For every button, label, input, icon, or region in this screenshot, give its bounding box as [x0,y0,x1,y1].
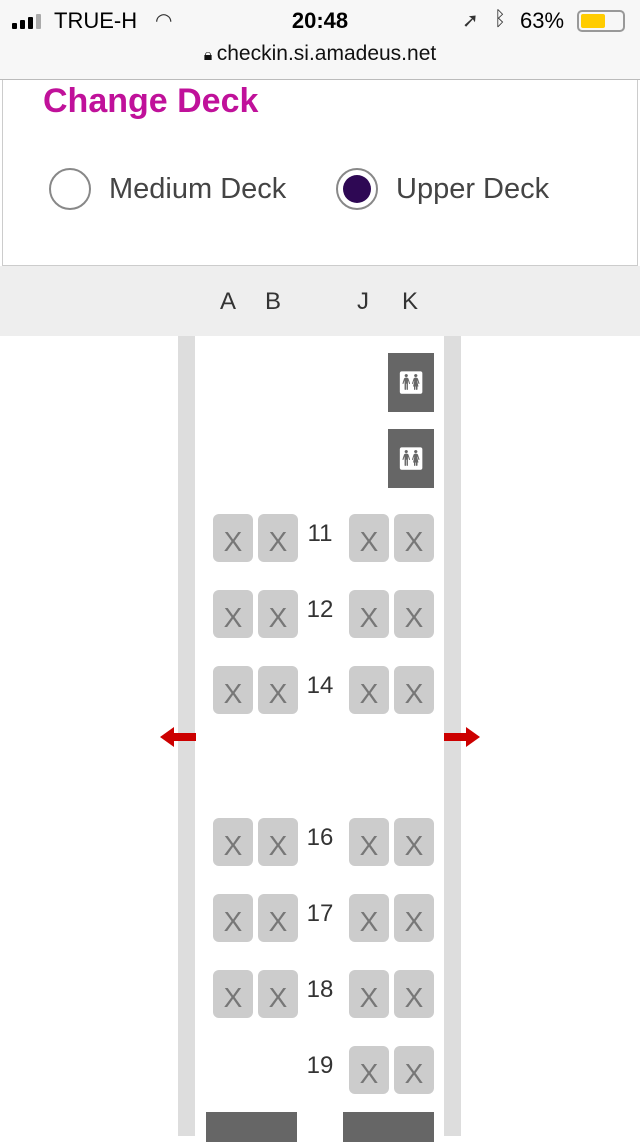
clock: 20:48 [291,8,349,33]
url-text: checkin.si.amadeus.net [216,42,437,65]
seat-19k-unavailable[interactable]: X [394,1046,434,1094]
row-number: 11 [307,520,333,547]
exit-arrow-right-icon [444,727,480,747]
radio-label: Upper Deck [396,172,550,205]
seat-19j-unavailable[interactable]: X [349,1046,389,1094]
galley-block [206,1112,297,1142]
row-number: 16 [306,824,334,851]
seat-12k-unavailable[interactable]: X [394,590,434,638]
lavatory-icon: 🚻︎ [388,353,434,412]
column-j: J [357,288,369,315]
change-deck-title: Change Deck [43,82,259,120]
seat-17b-unavailable[interactable]: X [258,894,298,942]
column-header: A B J K [0,266,640,336]
column-a: A [220,288,237,315]
seat-17a-unavailable[interactable]: X [213,894,253,942]
column-b: B [265,288,282,315]
deck-selector: Change Deck Medium Deck Upper Deck [2,80,638,266]
seat-14k-unavailable[interactable]: X [394,666,434,714]
seat-16a-unavailable[interactable]: X [213,818,253,866]
seat-17j-unavailable[interactable]: X [349,894,389,942]
seat-18j-unavailable[interactable]: X [349,970,389,1018]
seat-11b-unavailable[interactable]: X [258,514,298,562]
seat-12a-unavailable[interactable]: X [213,590,253,638]
signal-icon [12,14,41,29]
lock-icon: 🔒︎ [203,47,217,64]
radio-upper-deck[interactable]: Upper Deck [336,168,549,210]
row-number: 18 [306,976,334,1003]
seat-18b-unavailable[interactable]: X [258,970,298,1018]
seat-11j-unavailable[interactable]: X [349,514,389,562]
seat-16b-unavailable[interactable]: X [258,818,298,866]
seat-14a-unavailable[interactable]: X [213,666,253,714]
seat-16j-unavailable[interactable]: X [349,818,389,866]
row-number: 12 [306,596,334,623]
battery-icon [577,10,625,32]
seat-16k-unavailable[interactable]: X [394,818,434,866]
carrier: TRUE-H [54,8,138,33]
status-bar: TRUE-H ◠ 20:48 ➚ ᛒ 63% 🔒︎ checkin.si.ama… [0,0,640,80]
wifi-icon: ◠ [155,10,173,32]
seat-11k-unavailable[interactable]: X [394,514,434,562]
radio-label: Medium Deck [109,172,287,205]
seat-18k-unavailable[interactable]: X [394,970,434,1018]
location-icon: ➚ [462,10,479,32]
seat-12b-unavailable[interactable]: X [258,590,298,638]
bluetooth-icon: ᛒ [494,8,506,30]
seat-12j-unavailable[interactable]: X [349,590,389,638]
column-k: K [402,288,419,315]
radio-medium-deck[interactable]: Medium Deck [49,168,286,210]
url-bar[interactable]: 🔒︎ checkin.si.amadeus.net [0,42,640,66]
lavatory-icon: 🚻︎ [388,429,434,488]
seat-11a-unavailable[interactable]: X [213,514,253,562]
row-number: 19 [306,1052,334,1079]
row-number: 17 [306,900,334,927]
seat-18a-unavailable[interactable]: X [213,970,253,1018]
galley-block [343,1112,434,1142]
row-number: 14 [306,672,334,699]
exit-arrow-left-icon [160,727,196,747]
seat-14b-unavailable[interactable]: X [258,666,298,714]
battery-percent: 63% [520,8,565,33]
seat-14j-unavailable[interactable]: X [349,666,389,714]
seat-17k-unavailable[interactable]: X [394,894,434,942]
